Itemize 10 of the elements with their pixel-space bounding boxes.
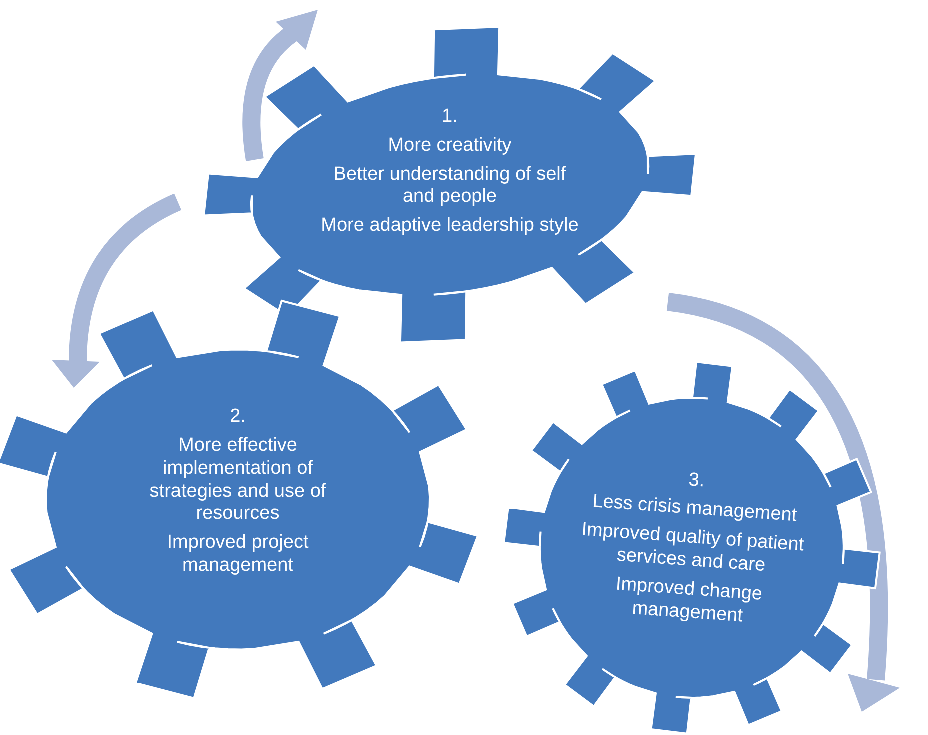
benefit-text: More adaptive leadership style bbox=[321, 215, 579, 238]
benefit-text: More creativity bbox=[388, 134, 512, 158]
step-number: 2. bbox=[230, 406, 246, 429]
step-number: 1. bbox=[442, 106, 458, 129]
benefit-text: Improved project management bbox=[166, 532, 310, 578]
benefit-text: Improved change management bbox=[614, 572, 764, 628]
step-number: 3. bbox=[688, 469, 706, 494]
benefit-text: Less crisis management bbox=[592, 491, 798, 527]
benefit-text: More effective implementation of strategies and use of resources bbox=[148, 434, 328, 526]
benefit-text: Better understanding of self and people bbox=[332, 164, 568, 210]
